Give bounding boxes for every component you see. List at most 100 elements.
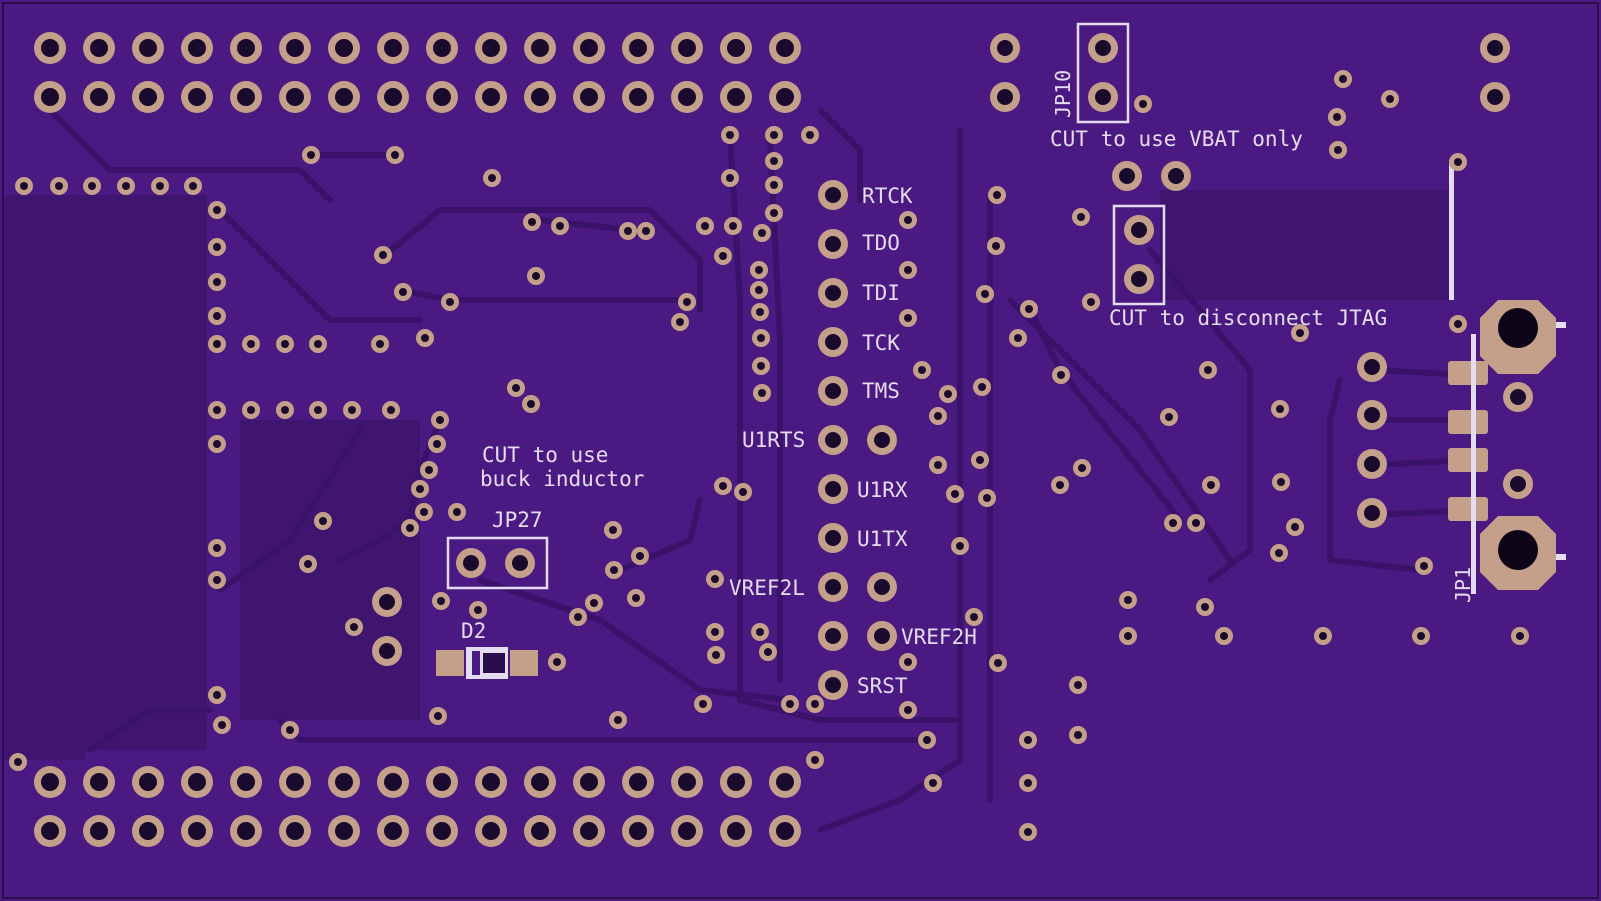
jtag-pad: [818, 278, 848, 308]
via: [1272, 473, 1290, 491]
header-pin: [524, 766, 556, 798]
via: [987, 237, 1005, 255]
via: [276, 335, 294, 353]
jtag-disconnect-note: CUT to disconnect JTAG: [1109, 306, 1387, 330]
via: [117, 177, 135, 195]
via: [751, 623, 769, 641]
via: [752, 357, 770, 375]
via: [1051, 476, 1069, 494]
via: [631, 547, 649, 565]
via: [971, 451, 989, 469]
via: [781, 695, 799, 713]
through-hole-pad: [867, 425, 897, 455]
via: [1511, 627, 1529, 645]
jtag-pads: [818, 180, 848, 700]
jp27-label: JP27: [492, 508, 543, 532]
jtag-jumper: [1112, 204, 1166, 306]
jtag-pad: [818, 376, 848, 406]
via: [1073, 459, 1091, 477]
jtag-label-rtck: RTCK: [862, 184, 913, 208]
jtag-label-u1rts: U1RTS: [742, 428, 805, 452]
via: [314, 512, 332, 530]
via: [913, 361, 931, 379]
d2-diode: [436, 647, 538, 679]
through-hole-pad: [372, 587, 402, 617]
header-pin: [328, 81, 360, 113]
header-bottom: [34, 766, 801, 847]
via: [411, 480, 429, 498]
buck-note-line2: buck inductor: [480, 467, 644, 491]
jtag-pad: [818, 474, 848, 504]
via: [1134, 95, 1152, 113]
header-pin: [377, 32, 409, 64]
via: [208, 435, 226, 453]
via: [1328, 108, 1346, 126]
via: [281, 721, 299, 739]
via: [1020, 300, 1038, 318]
header-pin: [377, 766, 409, 798]
via: [394, 283, 412, 301]
header-pin: [720, 32, 752, 64]
header-pin: [769, 766, 801, 798]
via: [1082, 293, 1100, 311]
through-hole-pad: [867, 621, 897, 651]
via: [1160, 408, 1178, 426]
via: [965, 608, 983, 626]
via: [899, 309, 917, 327]
header-pin: [132, 766, 164, 798]
d2-label: D2: [461, 619, 486, 643]
through-hole-pad: [1161, 161, 1191, 191]
jtag-label-tck: TCK: [862, 331, 900, 355]
via: [208, 401, 226, 419]
header-pin: [671, 815, 703, 847]
via: [483, 169, 501, 187]
via: [753, 384, 771, 402]
via: [1215, 627, 1233, 645]
via: [299, 555, 317, 573]
header-pin: [573, 766, 605, 798]
via: [551, 217, 569, 235]
via: [989, 654, 1007, 672]
via: [918, 731, 936, 749]
via: [976, 285, 994, 303]
via: [441, 293, 459, 311]
header-pin: [426, 766, 458, 798]
header-pin: [181, 32, 213, 64]
via: [1286, 518, 1304, 536]
via: [184, 177, 202, 195]
via: [1072, 208, 1090, 226]
jtag-label-vref2l: VREF2L: [729, 576, 805, 600]
via: [696, 217, 714, 235]
via: [750, 281, 768, 299]
via: [765, 126, 783, 144]
via: [1449, 153, 1467, 171]
via: [899, 653, 917, 671]
header-pin: [671, 766, 703, 798]
via: [752, 329, 770, 347]
header-pin: [524, 815, 556, 847]
jtag-label-u1tx: U1TX: [857, 527, 908, 551]
header-pin: [377, 81, 409, 113]
via: [1019, 823, 1037, 841]
jtag-pad: [818, 425, 848, 455]
header-pin: [426, 32, 458, 64]
via: [1196, 598, 1214, 616]
jtag-label-vref2h: VREF2H: [901, 625, 977, 649]
via: [706, 623, 724, 641]
buck-note-line1: CUT to use: [482, 443, 608, 467]
via: [734, 483, 752, 501]
via: [951, 537, 969, 555]
jtag-pad: [818, 180, 848, 210]
copper-pours: [5, 190, 1450, 760]
via: [1270, 544, 1288, 562]
header-pin: [230, 766, 262, 798]
via: [1291, 324, 1309, 342]
header-pin: [671, 81, 703, 113]
via: [415, 503, 433, 521]
vias: [9, 70, 1529, 841]
via: [929, 456, 947, 474]
via: [1069, 726, 1087, 744]
via: [371, 335, 389, 353]
through-hole-pad: [1357, 498, 1387, 528]
header-pin: [524, 32, 556, 64]
